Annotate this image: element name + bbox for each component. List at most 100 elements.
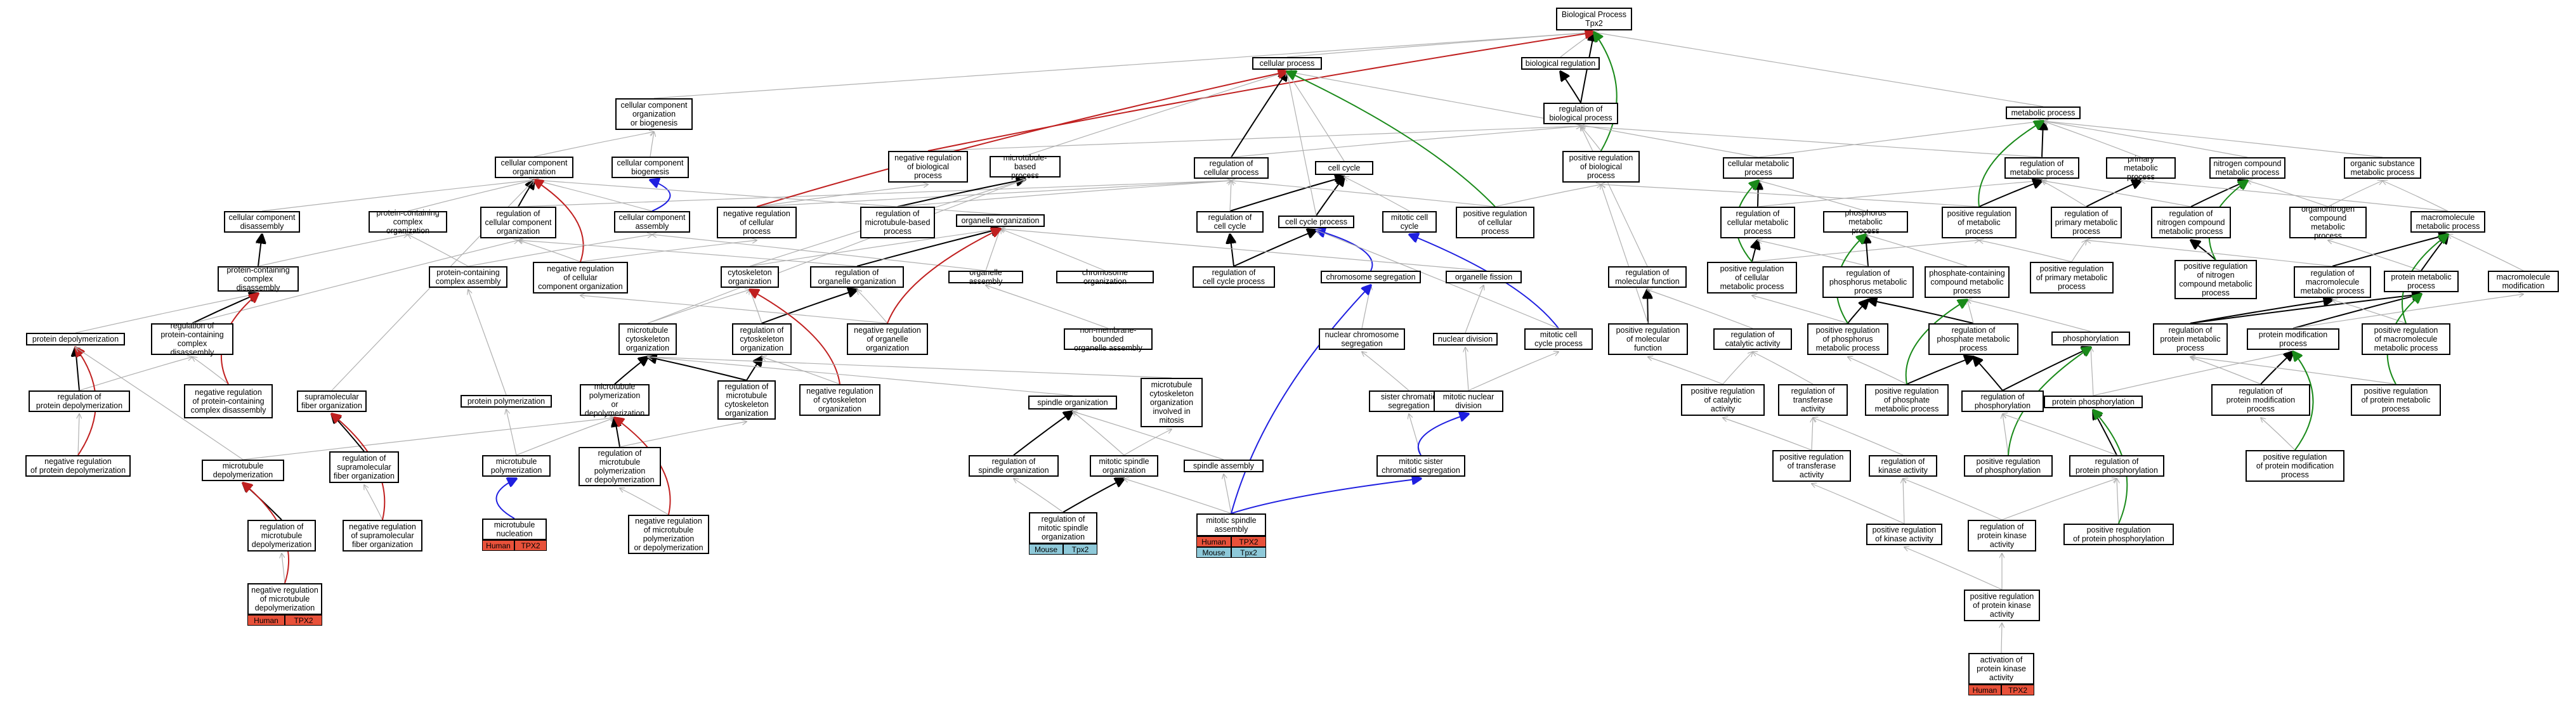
go-term-reg-cytoskeleton-organization[interactable]: regulation of cytoskeleton organization [732, 323, 792, 355]
go-term-reg-macromolecule-metabolic[interactable]: regulation of macromolecule metabolic pr… [2294, 266, 2371, 298]
go-term-metabolic-process[interactable]: metabolic process [2006, 106, 2081, 119]
go-term-pos-reg-phosphorylation[interactable]: positive regulation of phosphorylation [1964, 455, 2053, 477]
go-term-regulation-of-cellular-process[interactable]: regulation of cellular process [1194, 157, 1269, 179]
go-term-nitrogen-compound-metabolic[interactable]: nitrogen compound metabolic process [2209, 157, 2285, 179]
go-term-reg-microtubule-polymerization-or-depolymerization[interactable]: regulation of microtubule polymerization… [579, 447, 661, 486]
go-term-neg-reg-organelle-organization[interactable]: negative regulation of organelle organiz… [847, 323, 928, 355]
go-term-reg-protein-phosphorylation[interactable]: regulation of protein phosphorylation [2069, 455, 2164, 477]
go-term-reg-phosphorus-metabolic[interactable]: regulation of phosphorus metabolic proce… [1822, 266, 1914, 298]
go-term-nuclear-division[interactable]: nuclear division [1433, 333, 1498, 345]
go-term-cellular-process[interactable]: cellular process [1252, 57, 1322, 70]
go-term-organelle-assembly[interactable]: organelle assembly [948, 268, 1023, 286]
go-term-neg-reg-microtubule-polymerization-or-depolymerization[interactable]: negative regulation of microtubule polym… [628, 515, 709, 554]
go-term-microtubule-based-process[interactable]: microtubule-based process [990, 153, 1061, 180]
go-term-protein-depolymerization[interactable]: protein depolymerization [26, 333, 125, 345]
go-term-cc-biogenesis[interactable]: cellular component biogenesis [611, 157, 689, 178]
go-term-neg-reg-microtubule-depolymerization[interactable]: negative regulation of microtubule depol… [247, 583, 322, 615]
go-term-neg-reg-cc-organization[interactable]: negative regulation of cellular componen… [533, 262, 628, 293]
go-term-pos-reg-phosphate-metabolic[interactable]: positive regulation of phosphate metabol… [1865, 384, 1949, 416]
go-term-reg-transferase-activity[interactable]: regulation of transferase activity [1778, 384, 1848, 416]
go-term-pos-reg-nitrogen-compound-metabolic[interactable]: positive regulation of nitrogen compound… [2174, 260, 2257, 299]
go-term-reg-microtubule-depolymerization[interactable]: regulation of microtubule depolymerizati… [247, 520, 316, 551]
go-term-microtubule-cytoskeleton-organization[interactable]: microtubule cytoskeleton organization [618, 323, 677, 355]
go-term-pos-reg-cellular-process[interactable]: positive regulation of cellular process [1456, 207, 1534, 238]
go-term-reg-mitotic-spindle-organization[interactable]: regulation of mitotic spindle organizati… [1029, 512, 1097, 544]
go-term-reg-kinase-activity[interactable]: regulation of kinase activity [1869, 455, 1937, 477]
go-term-pos-reg-phosphorus-metabolic[interactable]: positive regulation of phosphorus metabo… [1807, 323, 1888, 355]
go-term-microtubule-depolymerization[interactable]: microtubule depolymerization [202, 460, 284, 481]
go-term-cell-cycle-process[interactable]: cell cycle process [1278, 216, 1354, 228]
go-term-spindle-organization[interactable]: spindle organization [1028, 396, 1117, 410]
go-term-mitotic-spindle-assembly[interactable]: mitotic spindle assembly [1196, 513, 1266, 536]
go-term-reg-nitrogen-compound-metabolic[interactable]: regulation of nitrogen compound metaboli… [2151, 207, 2231, 238]
go-term-pos-reg-cellular-metabolic[interactable]: positive regulation of cellular metaboli… [1707, 262, 1797, 293]
go-term-pos-reg-molecular-function[interactable]: positive regulation of molecular functio… [1608, 323, 1688, 355]
go-term-mitotic-nuclear-division[interactable]: mitotic nuclear division [1434, 390, 1503, 412]
go-term-pos-reg-protein-phosphorylation[interactable]: positive regulation of protein phosphory… [2063, 524, 2174, 545]
go-term-reg-cell-cycle-process[interactable]: regulation of cell cycle process [1193, 266, 1275, 288]
go-term-organic-substance-metabolic[interactable]: organic substance metabolic process [2344, 157, 2421, 179]
go-term-pos-reg-catalytic-activity[interactable]: positive regulation of catalytic activit… [1681, 384, 1765, 416]
go-term-regulation-of-cell-cycle[interactable]: regulation of cell cycle [1196, 211, 1264, 233]
go-term-mitotic-sister-chromatid-segregation[interactable]: mitotic sister chromatid segregation [1376, 455, 1465, 477]
go-term-reg-protein-modification-process[interactable]: regulation of protein modification proce… [2211, 384, 2310, 416]
go-term-supramolecular-fiber-organization[interactable]: supramolecular fiber organization [297, 390, 367, 412]
go-term-spindle-assembly[interactable]: spindle assembly [1184, 460, 1264, 472]
go-term-phosphorylation[interactable]: phosphorylation [2051, 332, 2130, 345]
go-term-cc-assembly[interactable]: cellular component assembly [614, 211, 690, 233]
go-term-neg-reg-biological-process[interactable]: negative regulation of biological proces… [888, 151, 968, 183]
go-term-phosphate-containing-compound-metabolic[interactable]: phosphate-containing compound metabolic … [1925, 266, 2010, 298]
go-term-reg-protein-depolymerization[interactable]: regulation of protein depolymerization [29, 390, 130, 412]
go-term-reg-protein-kinase-activity[interactable]: regulation of protein kinase activity [1968, 520, 2036, 551]
go-term-reg-phosphate-metabolic[interactable]: regulation of phosphate metabolic proces… [1928, 323, 2018, 355]
go-term-reg-catalytic-activity[interactable]: regulation of catalytic activity [1713, 328, 1792, 350]
go-term-primary-metabolic-process[interactable]: primary metabolic process [2106, 155, 2176, 181]
go-term-protein-metabolic[interactable]: protein metabolic process [2384, 271, 2459, 292]
go-term-phosphorus-metabolic[interactable]: phosphorus metabolic process [1823, 209, 1908, 235]
go-term-cellular-metabolic-process[interactable]: cellular metabolic process [1723, 157, 1794, 179]
go-term-macromolecule-modification[interactable]: macromolecule modification [2488, 271, 2559, 292]
go-term-nuclear-chromosome-segregation[interactable]: nuclear chromosome segregation [1319, 328, 1405, 350]
go-term-reg-microtubule-based-process[interactable]: regulation of microtubule-based process [860, 207, 935, 238]
go-term-pos-reg-metabolic[interactable]: positive regulation of metabolic process [1942, 207, 2017, 238]
go-term-reg-primary-metabolic[interactable]: regulation of primary metabolic process [2051, 207, 2122, 238]
go-term-neg-reg-cytoskeleton-organization[interactable]: negative regulation of cytoskeleton orga… [799, 384, 880, 416]
go-term-macromolecule-metabolic[interactable]: macromolecule metabolic process [2410, 211, 2485, 233]
go-term-protein-phosphorylation[interactable]: protein phosphorylation [2044, 396, 2143, 408]
go-term-neg-reg-protein-containing-complex-disassembly[interactable]: negative regulation of protein-containin… [184, 384, 273, 418]
go-term-activation-of-protein-kinase-activity[interactable]: activation of protein kinase activity [1968, 653, 2034, 685]
go-term-protein-containing-complex-assembly[interactable]: protein-containing complex assembly [429, 266, 507, 288]
go-term-pos-reg-kinase-activity[interactable]: positive regulation of kinase activity [1866, 524, 1942, 545]
go-term-reg-metabolic-process[interactable]: regulation of metabolic process [2004, 157, 2079, 179]
go-term-organonitrogen-compound-metabolic[interactable]: organonitrogen compound metabolic proces… [2289, 205, 2367, 240]
go-term-reg-protein-containing-complex-disassembly[interactable]: regulation of protein-containing complex… [151, 321, 233, 357]
go-term-microtubule-polymerization[interactable]: microtubule polymerization [482, 455, 551, 477]
go-term-pos-reg-protein-metabolic[interactable]: positive regulation of protein metabolic… [2351, 384, 2441, 416]
go-term-reg-organelle-organization[interactable]: regulation of organelle organization [810, 266, 904, 288]
go-term-regulation-of-biological-process[interactable]: regulation of biological process [1543, 103, 1618, 124]
go-term-reg-cellular-metabolic[interactable]: regulation of cellular metabolic process [1720, 207, 1795, 238]
go-term-neg-reg-supramolecular-fiber-organization[interactable]: negative regulation of supramolecular fi… [343, 520, 422, 551]
go-term-pos-reg-biological-process[interactable]: positive regulation of biological proces… [1562, 151, 1640, 183]
go-term-cc-organization[interactable]: cellular component organization [495, 157, 573, 178]
go-term-reg-molecular-function[interactable]: regulation of molecular function [1608, 266, 1687, 288]
go-term-cc-org-or-biogenesis[interactable]: cellular component organization or bioge… [615, 98, 693, 130]
go-term-microtubule-cytoskeleton-org-mitosis[interactable]: microtubule cytoskeleton organization in… [1141, 378, 1203, 427]
go-term-mitotic-cell-cycle[interactable]: mitotic cell cycle [1382, 211, 1437, 233]
go-term-reg-spindle-organization[interactable]: regulation of spindle organization [969, 455, 1059, 477]
go-term-organelle-organization[interactable]: organelle organization [956, 214, 1045, 227]
go-term-reg-cc-organization[interactable]: regulation of cellular component organiz… [480, 207, 556, 238]
go-term-pos-reg-transferase-activity[interactable]: positive regulation of transferase activ… [1772, 450, 1851, 482]
go-term-cell-cycle[interactable]: cell cycle [1315, 161, 1373, 175]
go-term-pos-reg-protein-kinase-activity[interactable]: positive regulation of protein kinase ac… [1964, 590, 2040, 621]
go-term-mitotic-cell-cycle-process[interactable]: mitotic cell cycle process [1524, 328, 1593, 350]
go-term-mitotic-spindle-organization[interactable]: mitotic spindle organization [1090, 455, 1158, 477]
go-term-chromosome-segregation[interactable]: chromosome segregation [1321, 271, 1421, 283]
go-term-neg-reg-protein-depolymerization[interactable]: negative regulation of protein depolymer… [25, 455, 131, 477]
go-term-microtubule-nucleation[interactable]: microtubule nucleation [482, 519, 547, 540]
go-term-neg-reg-cellular-process[interactable]: negative regulation of cellular process [717, 207, 797, 238]
go-term-protein-containing-complex-org[interactable]: protein-containing complex organization [369, 209, 447, 235]
go-term-protein-polymerization[interactable]: protein polymerization [461, 395, 552, 408]
go-term-cc-disassembly[interactable]: cellular component disassembly [224, 211, 300, 233]
go-term-reg-protein-metabolic[interactable]: regulation of protein metabolic process [2153, 323, 2228, 355]
